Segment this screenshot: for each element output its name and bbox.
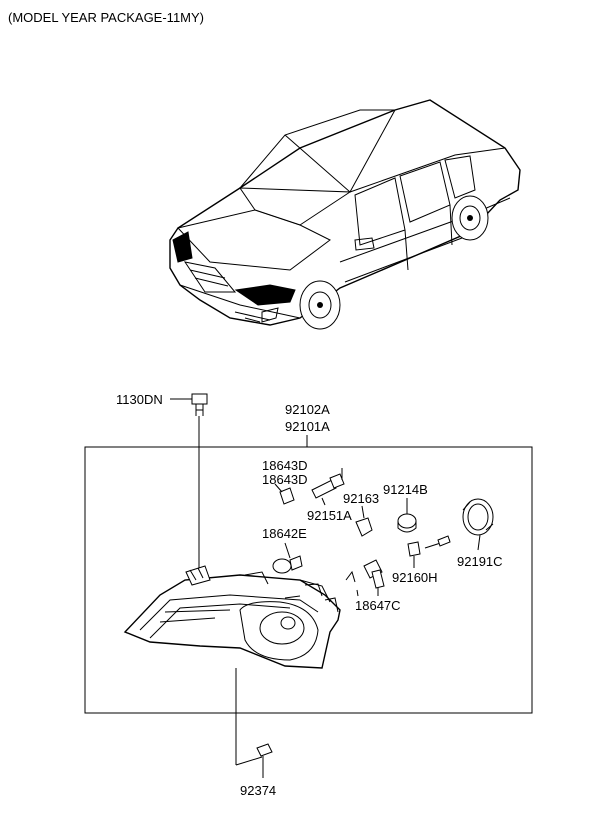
part-92163 <box>355 505 373 537</box>
label-18647C: 18647C <box>355 598 401 613</box>
bulb-18643D <box>274 483 295 505</box>
label-92374: 92374 <box>240 783 276 798</box>
label-92163: 92163 <box>343 491 379 506</box>
label-18643D-1: 18643D <box>262 458 308 473</box>
label-92101A: 92101A <box>285 419 330 434</box>
cap-92191C <box>462 498 494 551</box>
socket-92151A <box>311 468 345 499</box>
bulb-18647C <box>345 559 385 597</box>
assembly-frame <box>84 446 533 714</box>
package-note: (MODEL YEAR PACKAGE-11MY) <box>8 10 204 25</box>
label-18642E: 18642E <box>262 526 307 541</box>
label-91214B: 91214B <box>383 482 428 497</box>
screw-92374 <box>235 668 273 778</box>
car-illustration <box>169 99 521 330</box>
label-92151A: 92151A <box>307 508 352 523</box>
label-92160H: 92160H <box>392 570 438 585</box>
label-92191C: 92191C <box>457 554 503 569</box>
connector-92160H <box>407 535 451 568</box>
label-1130DN: 1130DN <box>116 392 163 407</box>
label-92102A: 92102A <box>285 402 330 417</box>
bolt-1130DN <box>170 393 208 568</box>
label-18643D-2: 18643D <box>262 472 308 487</box>
ring-91214B <box>397 498 417 533</box>
bulb-18642E <box>272 542 303 574</box>
headlamp-assembly <box>123 565 341 669</box>
